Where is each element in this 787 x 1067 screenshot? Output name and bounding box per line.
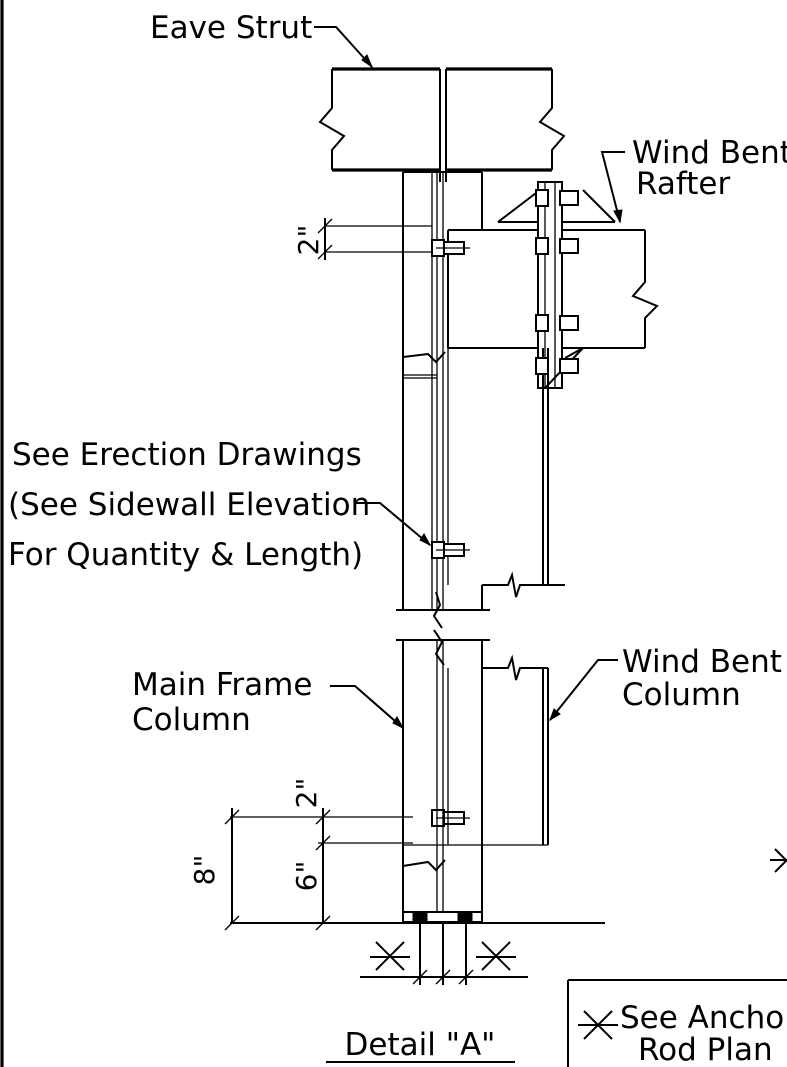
label-eave-strut: Eave Strut	[150, 10, 312, 46]
label-wind-bent-rafter-1: Wind Bent	[632, 135, 787, 171]
label-main-frame-1: Main Frame	[132, 667, 312, 703]
dimension-total: 8"	[188, 808, 240, 931]
dimension-bottom-bolt-text: 2"	[290, 778, 323, 809]
dimension-base-text: 6"	[290, 861, 323, 892]
label-see-erection-3: For Quantity & Length)	[8, 537, 363, 573]
label-wind-bent-rafter-2: Rafter	[636, 166, 730, 202]
label-see-erection-2: (See Sidewall Elevation	[8, 487, 370, 523]
dimension-top-bolt-text: 2"	[292, 225, 325, 256]
asterisk-icon	[370, 941, 410, 971]
leader-see-erection	[355, 502, 432, 547]
wind-bent-column-lower	[482, 654, 549, 845]
label-see-erection-1: See Erection Drawings	[12, 437, 362, 473]
leader-eave-strut	[314, 26, 374, 69]
leader-wind-bent-rafter	[600, 151, 625, 224]
legend-line-1: See Ancho	[620, 1000, 784, 1036]
asterisk-icon	[770, 848, 787, 873]
asterisk-icon	[578, 1010, 618, 1040]
dimension-total-text: 8"	[188, 855, 221, 886]
legend-box: See Ancho Rod Plan	[567, 979, 787, 1067]
label-wind-bent-column-1: Wind Bent	[622, 644, 782, 680]
anchor-rod-spacing	[360, 923, 528, 985]
dimension-bottom-bolt: 2" 6"	[230, 778, 413, 931]
label-wind-bent-column-2: Column	[622, 677, 741, 713]
legend-line-2: Rod Plan	[638, 1032, 773, 1067]
detail-title: Detail "A"	[345, 1027, 496, 1063]
label-main-frame-2: Column	[132, 702, 251, 738]
leader-wind-bent-column	[549, 659, 618, 722]
leader-main-frame	[330, 685, 405, 730]
main-frame-column-lower	[230, 629, 605, 924]
wind-bent-column-upper	[482, 348, 565, 598]
wind-bent-rafter	[447, 181, 659, 389]
bolt-group	[431, 189, 579, 827]
dimension-top-bolt: 2"	[292, 218, 432, 260]
eave-strut	[318, 67, 566, 182]
asterisk-icon	[476, 941, 516, 971]
